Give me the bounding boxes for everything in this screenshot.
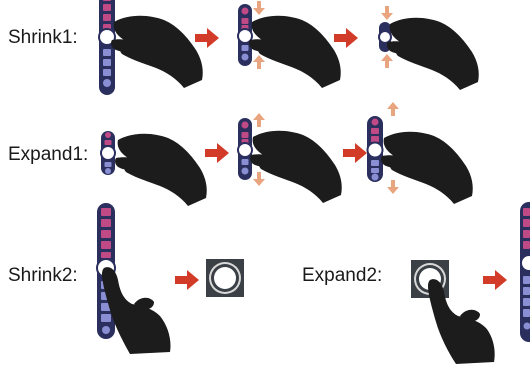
expand1-step3: [366, 102, 473, 204]
expand1-arrow-1: [205, 143, 229, 163]
expand1-step2: [237, 113, 342, 203]
expand2-arrow: [483, 270, 507, 290]
shrink1-step1: [98, 0, 203, 96]
shrink1-step2: [237, 1, 341, 89]
label-shrink2: Shrink2:: [8, 265, 78, 286]
shrink2-hand: [102, 267, 171, 354]
shrink1-step3: [378, 6, 479, 90]
shrink1-arrow-2: [334, 28, 358, 48]
shrink2-result-tile: [206, 259, 244, 297]
expand1-arrow-2: [343, 143, 367, 163]
expand2-hand: [428, 279, 495, 364]
expand2-toolbar-partial: [520, 202, 530, 342]
label-expand1: Expand1:: [8, 144, 89, 165]
label-shrink1: Shrink1:: [8, 27, 78, 48]
shrink2-arrow: [175, 270, 199, 290]
expand1-step1: [100, 131, 207, 206]
shrink1-arrow-1: [195, 28, 219, 48]
label-expand2: Expand2:: [302, 265, 383, 286]
